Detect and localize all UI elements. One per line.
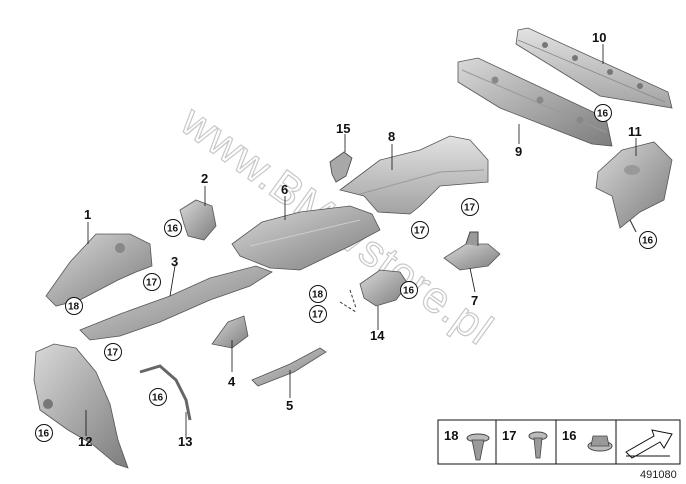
circled-17-label: 17: [414, 226, 426, 237]
circled-17-label: 17: [464, 203, 476, 214]
flange-nut-icon: [587, 435, 613, 452]
part-6-front-tunnel-shield: [231, 205, 381, 271]
leader-lines: [85, 44, 637, 438]
circled-18-label: 18: [312, 290, 324, 301]
callout-14: 14: [370, 328, 385, 343]
callout-5: 5: [286, 398, 293, 413]
circled-16-label: 16: [642, 236, 654, 247]
callout-15: 15: [336, 121, 350, 136]
callout-10: 10: [592, 30, 606, 45]
callout-13: 13: [178, 434, 192, 449]
part-2-bracket: [179, 199, 217, 241]
circled-16-label: 16: [597, 109, 609, 120]
part-14-bracket: [339, 269, 409, 313]
circled-callouts-17: 17 17 17 17 17: [104, 198, 479, 361]
part-10-heat-shield-rail: [515, 27, 673, 109]
callout-3: 3: [171, 254, 178, 269]
callout-6: 6: [281, 182, 288, 197]
part-8-center-shield: [339, 135, 489, 215]
part-4-bracket: [211, 315, 249, 349]
callout-11: 11: [628, 124, 642, 139]
expanding-rivet-icon: [528, 431, 548, 459]
part-9-tunnel-heat-shield: [457, 57, 613, 147]
legend-label-16: 16: [562, 428, 576, 443]
legend-label-17: 17: [502, 428, 516, 443]
callout-8: 8: [388, 129, 395, 144]
part-7-bracket: [443, 231, 501, 271]
part-1-side-shield: [45, 233, 153, 307]
circled-18-label: 18: [68, 302, 80, 313]
legend-label-18: 18: [444, 428, 458, 443]
callout-12: 12: [78, 434, 92, 449]
callout-2: 2: [201, 171, 208, 186]
circled-callouts-18: 18 18: [65, 285, 327, 315]
circled-17-label: 17: [312, 310, 324, 321]
circled-16-label: 16: [167, 224, 179, 235]
callout-9: 9: [515, 144, 522, 159]
circled-16-label: 16: [403, 286, 415, 297]
part-11-rear-shield: [595, 141, 673, 233]
part-13-cable-bracket: [139, 364, 192, 421]
legend-item-16: 16: [562, 428, 613, 452]
callout-1: 1: [84, 207, 91, 222]
part-15-bracket: [329, 151, 353, 183]
callout-7: 7: [471, 293, 478, 308]
push-clip-icon: [466, 433, 490, 461]
callout-4: 4: [228, 374, 236, 389]
part-3-long-shield: [79, 265, 273, 341]
circled-17-label: 17: [146, 278, 158, 289]
front-direction-arrow-icon: [625, 429, 673, 459]
fastener-legend: 18 17 16: [437, 419, 681, 465]
part-12-wheelhouse-shield: [33, 343, 129, 469]
part-5-strip: [251, 347, 327, 387]
circled-callouts-16: 16 16 16 16 16 16: [35, 104, 657, 442]
legend-item-17: 17: [502, 428, 548, 459]
circled-16-label: 16: [152, 393, 164, 404]
legend-item-18: 18: [444, 428, 490, 461]
circled-16-label: 16: [38, 429, 50, 440]
circled-17-label: 17: [107, 348, 119, 359]
catalog-number: 491080: [640, 469, 677, 481]
